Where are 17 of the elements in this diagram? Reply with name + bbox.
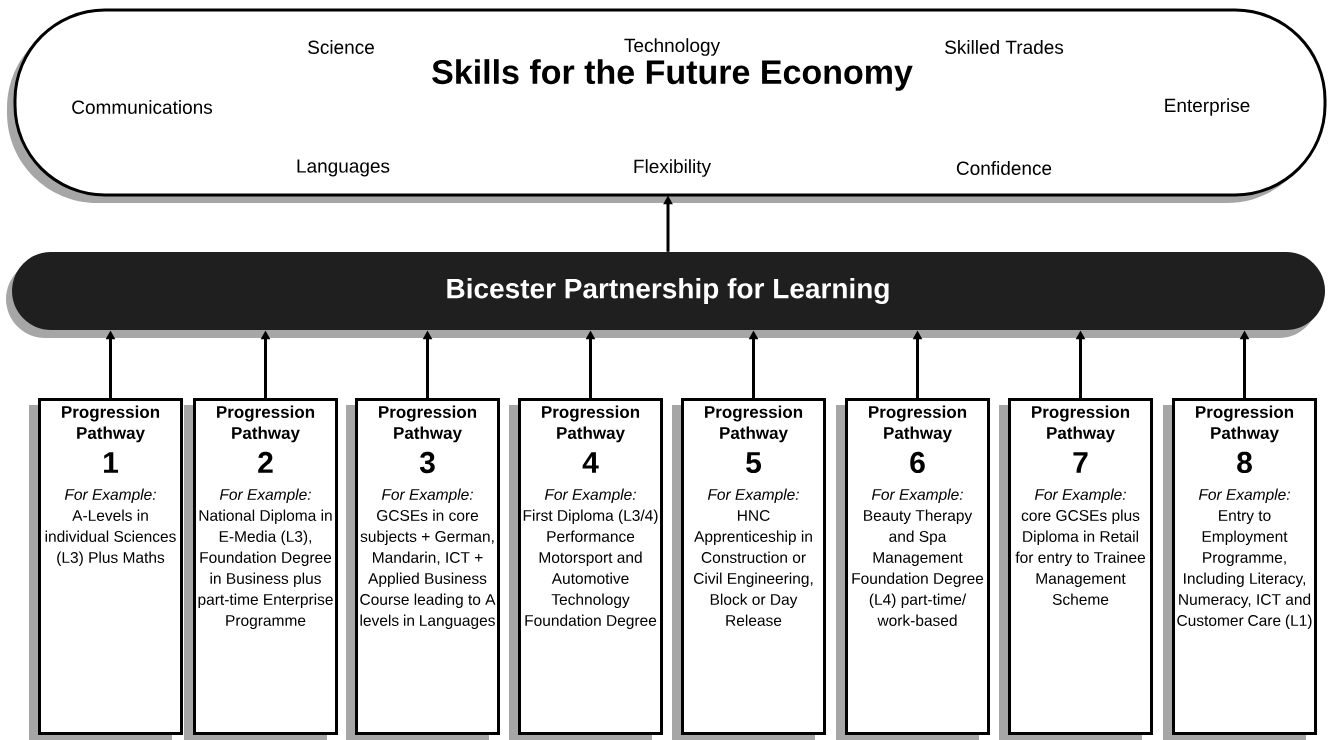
skill-word: Science xyxy=(308,40,374,54)
skill-word: Confidence xyxy=(956,161,1052,175)
pathway-box: Progression Pathway 6 For Example: Beauty Therapy and Spa Management Foundation Degree (L4) part-time/ work-based xyxy=(836,398,990,740)
skill-word: Enterprise xyxy=(1165,98,1250,116)
partnership-bar: Bicester Partnership for Learning xyxy=(6,252,1325,338)
pathway-box: Progression Pathway 8 For Example: Entry to Employment Programme, Including Literacy, Numeracy, ICT and Customer Care (L1) xyxy=(1163,398,1317,740)
pathway-box: Progression Pathway 1 For Example: A-Levels in individual Sciences (L3) Plus Maths xyxy=(29,398,183,740)
pathway-box: Progression Pathway 2 For Example: National Diploma in E-Media (L3), Foundation Degree in Business plus part-time Enterprise Programme xyxy=(184,398,338,740)
skill-word: Technology xyxy=(624,38,721,56)
skill-word: Skilled Trades xyxy=(945,40,1064,54)
pathway-box: Progression Pathway 3 For Example: GCSEs in core subjects + German, Mandarin, ICT + Applied Business Course leading to A levels in Languages xyxy=(346,398,500,740)
skill-word: Flexibility xyxy=(634,159,711,177)
skill-word: Languages xyxy=(297,159,390,177)
pathway-box: Progression Pathway 7 For Example: core GCSEs plus Diploma in Retail for entry to Trainee Management Scheme xyxy=(999,398,1153,740)
pathway-box: Progression Pathway 5 For Example: HNC Apprenticeship in Construction or Civil Engineering, Block or Day Release xyxy=(672,398,826,740)
skill-word: Communications xyxy=(72,100,213,114)
pathway-box: Progression Pathway 4 For Example: First Diploma (L3/4) Performance Motorsport and Automotive Technology Foundation Degree xyxy=(509,398,663,740)
